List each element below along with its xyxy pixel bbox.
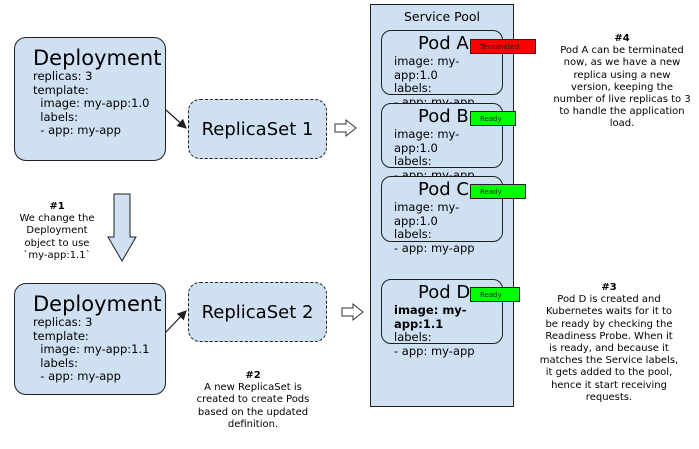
note-4-line-5: number of live replicas to 3 <box>553 94 691 106</box>
pod-a-title: Pod A <box>418 33 469 54</box>
deployment-v2-replicas: replicas: 3 <box>33 315 93 329</box>
note-4: #4 Pod A can be terminated now, as we ha… <box>551 33 693 131</box>
deployment-update-down-arrow <box>107 193 137 262</box>
note-3-line-4: Readiness Probe. When it <box>545 330 673 342</box>
note-3-line-1: Pod D is created and <box>557 294 661 306</box>
note-1: #1 We change the Deployment object to us… <box>6 201 108 262</box>
pod-c-image: image: my-app:1.0 <box>394 200 460 228</box>
deployment-v1-replicas: replicas: 3 <box>33 69 93 83</box>
pod-b-status-badge: Ready <box>470 111 516 126</box>
note-1-line-1: We change the <box>19 213 95 225</box>
note-3-line-2: Kubernetes waits for it to <box>545 306 673 318</box>
note-4-line-6: to handle the application <box>559 106 685 118</box>
replicaset-2-box: ReplicaSet 2 <box>188 282 327 342</box>
pod-c-title: Pod C <box>418 179 469 200</box>
pod-d-app-label: - app: my-app <box>394 343 475 358</box>
note-1-line-4: `my-app:1.1` <box>23 249 91 261</box>
note-4-line-2: now, as we have a new <box>563 57 681 69</box>
note-3-line-3: be ready by checking the <box>545 318 673 330</box>
deployment-v2-box: Deployment replicas: 3 template: image: … <box>14 283 166 395</box>
pod-d-labels: labels: <box>394 330 432 344</box>
pod-d-status-badge: Ready <box>470 287 520 302</box>
pod-d-title: Pod D <box>418 282 471 303</box>
note-2-line-3: based on the updated <box>197 406 309 418</box>
rs1-to-pool-arrow <box>334 118 357 138</box>
deployment-v2-app-label: - app: my-app <box>33 369 121 383</box>
replicaset-1-title: ReplicaSet 1 <box>201 118 314 140</box>
note-1-number: #1 <box>49 201 65 212</box>
note-3: #3 Pod D is created and Kubernetes waits… <box>537 282 681 404</box>
deployment-v2-labels: labels: <box>33 355 78 370</box>
note-1-line-3: object to use <box>24 237 90 249</box>
rs2-to-pool-arrow <box>341 302 364 322</box>
pod-b-image: image: my-app:1.0 <box>394 127 460 155</box>
pod-d-image: image: my-app:1.1 <box>394 303 467 331</box>
note-3-line-6: matches the Service labels, <box>539 355 679 367</box>
note-2-line-2: created to create Pods <box>196 394 310 406</box>
note-1-line-2: Deployment <box>26 225 88 237</box>
service-pool-title: Service Pool <box>403 9 481 24</box>
deployment-v1-box: Deployment replicas: 3 template: image: … <box>14 37 166 161</box>
note-2-line-1: A new ReplicaSet is <box>204 382 302 394</box>
note-3-number: #3 <box>601 282 617 293</box>
pod-a-card: Pod A image: my-app:1.0 labels: - app: m… <box>381 30 503 108</box>
pod-a-status-badge: Terminated <box>470 39 536 54</box>
note-3-line-8: hence it start receiving <box>551 379 667 391</box>
deployment-v1-app-label: - app: my-app <box>33 123 121 137</box>
note-4-number: #4 <box>614 33 630 44</box>
note-3-line-5: is ready, and because it <box>549 343 669 355</box>
note-3-line-9: requests. <box>585 391 633 403</box>
deployment-v2-template: template: <box>33 328 89 343</box>
deployment-v1-title: Deployment <box>33 46 162 70</box>
replicaset-1-box: ReplicaSet 1 <box>188 99 327 159</box>
deployment-v1-image: image: my-app:1.0 <box>33 96 150 110</box>
replicaset-2-title: ReplicaSet 2 <box>201 301 314 323</box>
note-4-line-7: load. <box>609 118 635 130</box>
pod-a-image: image: my-app:1.0 <box>394 54 460 82</box>
deployment-v1-template: template: <box>33 82 89 97</box>
deployment-v1-labels: labels: <box>33 109 78 124</box>
pod-b-labels: labels: <box>394 154 432 168</box>
note-4-line-1: Pod A can be terminated <box>560 45 684 57</box>
pod-b-title: Pod B <box>418 106 469 127</box>
note-2-line-4: definition. <box>227 418 279 430</box>
note-4-line-4: version, keeping the <box>570 81 674 93</box>
note-2-number: #2 <box>245 370 261 381</box>
deployment-v2-image: image: my-app:1.1 <box>33 342 150 356</box>
note-2: #2 A new ReplicaSet is created to create… <box>188 370 318 431</box>
pod-c-labels: labels: <box>394 227 432 241</box>
note-4-line-3: replica using a new <box>573 69 671 81</box>
pod-a-labels: labels: <box>394 81 432 95</box>
note-3-line-7: it gets added to the pool, <box>545 367 673 379</box>
deployment-v2-title: Deployment <box>33 292 162 316</box>
pod-c-app-label: - app: my-app <box>394 240 475 255</box>
pod-c-status-badge: Ready <box>470 184 526 199</box>
